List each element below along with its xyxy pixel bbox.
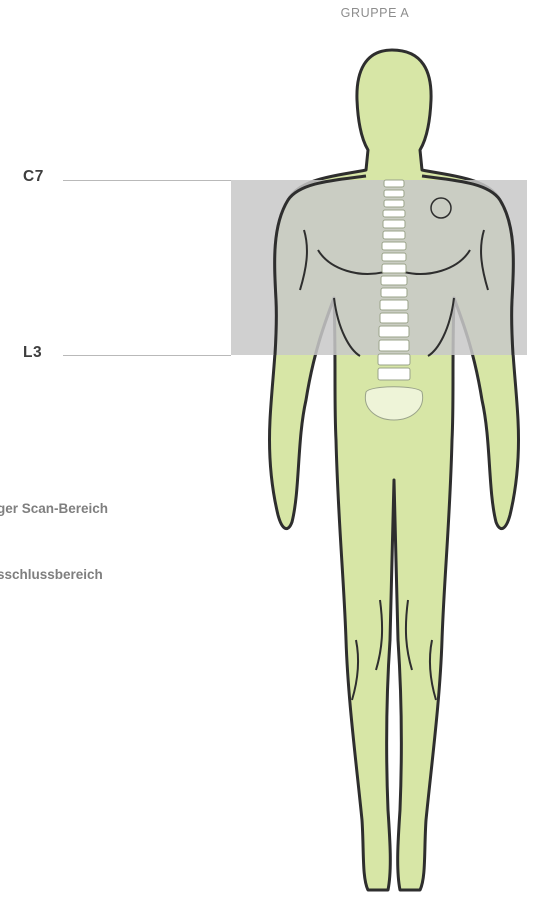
level-label-c7: C7 <box>23 168 44 186</box>
l3-line <box>63 355 231 356</box>
level-label-l3: L3 <box>23 344 42 362</box>
legend-exclusion-region: sschlussbereich <box>0 567 103 582</box>
c7-line <box>63 180 231 181</box>
legend-scan-region: ger Scan-Bereich <box>0 501 108 516</box>
body-silhouette <box>269 50 518 890</box>
